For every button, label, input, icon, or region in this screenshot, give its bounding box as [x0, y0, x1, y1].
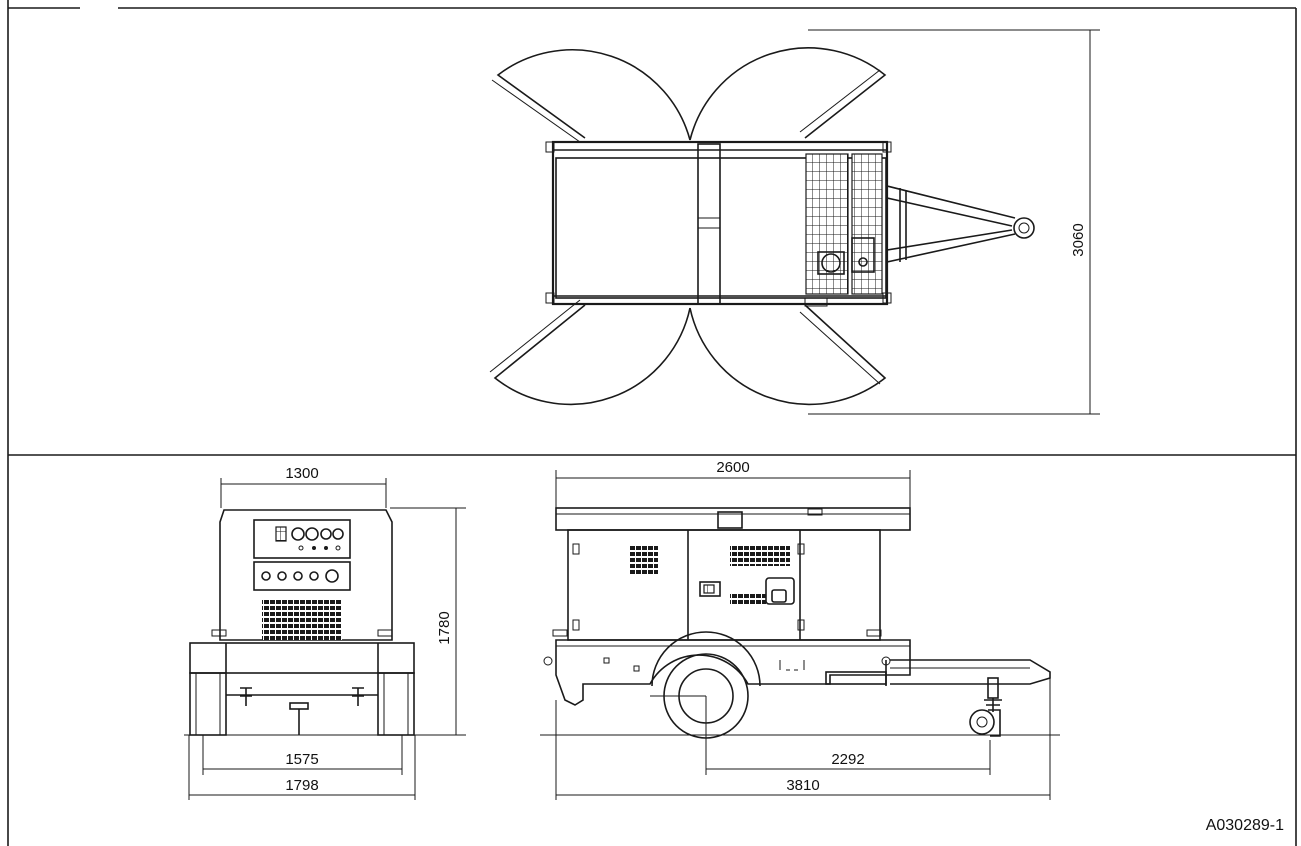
front-body — [211, 509, 393, 641]
side-chassis — [543, 639, 911, 706]
top-radiator-grilles — [805, 153, 883, 295]
dim-1798-label: 1798 — [285, 777, 318, 794]
front-view: 1300 1780 1575 1798 — [184, 465, 466, 800]
door-swing-arcs — [489, 47, 887, 406]
dim-1300: 1300 — [220, 465, 387, 508]
dim-1575: 1575 — [202, 735, 403, 775]
dim-2292: 2292 — [705, 696, 991, 775]
side-body — [552, 529, 882, 641]
dim-2600-label: 2600 — [716, 459, 749, 476]
top-body-frame — [545, 140, 892, 307]
side-view: 2600 2292 3810 — [540, 459, 1060, 800]
side-wheel — [650, 631, 761, 739]
dim-3060: 3060 — [808, 29, 1100, 415]
dim-2292-label: 2292 — [831, 751, 864, 768]
dim-1575-label: 1575 — [285, 751, 318, 768]
drawing-border — [7, 0, 1297, 846]
dim-1798: 1798 — [188, 735, 416, 800]
side-roof — [555, 507, 911, 531]
front-chassis — [189, 642, 415, 736]
dim-1780: 1780 — [390, 507, 466, 736]
dim-3810-label: 3810 — [786, 777, 819, 794]
side-tow-bar — [890, 659, 1051, 737]
drawing-id: A030289-1 — [1206, 817, 1284, 834]
dim-1300-label: 1300 — [285, 465, 318, 482]
dim-3810: 3810 — [555, 675, 1051, 800]
top-view: 3060 — [489, 29, 1100, 415]
top-tow-bar — [886, 185, 1035, 263]
dim-1780-label: 1780 — [436, 611, 453, 644]
dim-3060-label: 3060 — [1070, 223, 1087, 256]
dim-2600: 2600 — [555, 459, 911, 508]
